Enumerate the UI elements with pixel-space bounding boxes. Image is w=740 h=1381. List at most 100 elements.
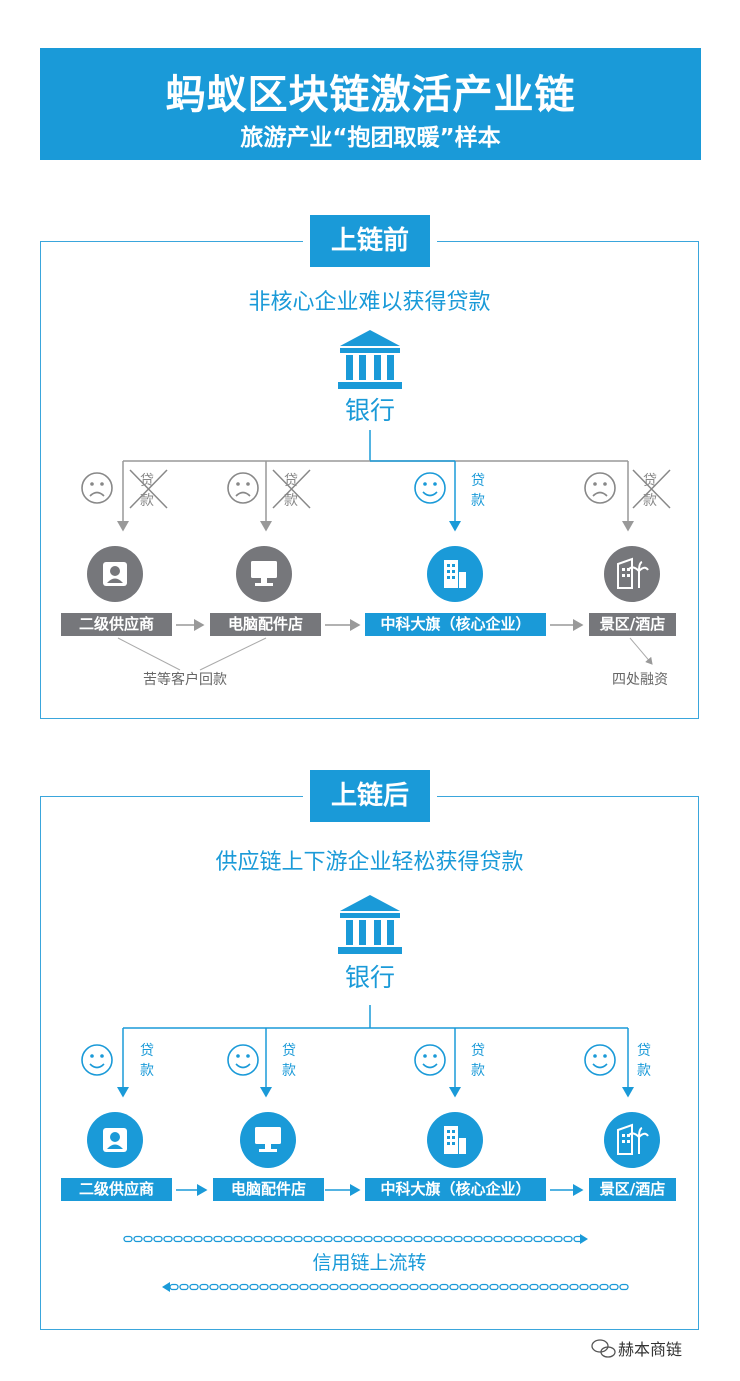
chain-link xyxy=(173,1235,183,1243)
chain-link xyxy=(333,1235,343,1243)
chain-link xyxy=(399,1283,409,1291)
chain-link xyxy=(519,1283,529,1291)
loan-label-granted: 贷款 xyxy=(471,473,485,509)
chain-link xyxy=(459,1283,469,1291)
chain-link xyxy=(619,1283,629,1291)
chain-link xyxy=(499,1283,509,1291)
happy-face-icon xyxy=(584,1044,616,1076)
before-bank-label: 银行 xyxy=(344,396,395,425)
happy-face-icon xyxy=(81,1044,113,1076)
chain-link xyxy=(479,1283,489,1291)
after-subtitle: 供应链上下游企业轻松获得贷款 xyxy=(215,850,524,875)
chain-link xyxy=(203,1235,213,1243)
chain-link xyxy=(493,1235,503,1243)
chain-link xyxy=(289,1283,299,1291)
chain-link xyxy=(509,1283,519,1291)
bank-icon xyxy=(338,330,402,389)
chain-link xyxy=(243,1235,253,1243)
watermark-text: 赫本商链 xyxy=(618,1340,683,1359)
chain-link xyxy=(343,1235,353,1243)
node-tag-supplier: 二级供应商 xyxy=(61,1178,172,1201)
chain-link xyxy=(183,1235,193,1243)
main-title: 蚂蚁区块链激活产业链 xyxy=(165,72,576,118)
note-seek-financing: 四处融资 xyxy=(612,672,668,688)
chain-link xyxy=(433,1235,443,1243)
chain-link xyxy=(359,1283,369,1291)
loan-label-denied: 贷款 xyxy=(643,473,657,509)
denied-cross-icon xyxy=(129,469,168,509)
node-tag-core-enterprise: 中科大旗（核心企业） xyxy=(365,1178,546,1201)
node-tag-core-enterprise: 中科大旗（核心企业） xyxy=(365,613,546,636)
chain-link xyxy=(163,1235,173,1243)
chain-link xyxy=(349,1283,359,1291)
chain-link xyxy=(213,1235,223,1243)
chain-link xyxy=(533,1235,543,1243)
chain-link xyxy=(133,1235,143,1243)
chain-link xyxy=(259,1283,269,1291)
credit-chain-right xyxy=(123,1234,588,1244)
chain-link xyxy=(383,1235,393,1243)
main-subtitle: 旅游产业“抱团取暖”样本 xyxy=(240,125,501,151)
chain-link xyxy=(473,1235,483,1243)
loan-label-granted: 贷款 xyxy=(282,1043,296,1079)
chain-link xyxy=(563,1235,573,1243)
chain-link xyxy=(449,1283,459,1291)
chain-link xyxy=(483,1235,493,1243)
chain-link xyxy=(389,1283,399,1291)
chain-link xyxy=(523,1235,533,1243)
chain-link xyxy=(579,1283,589,1291)
node-tag-supplier: 二级供应商 xyxy=(61,613,172,636)
chain-link xyxy=(409,1283,419,1291)
note-wait-payment: 苦等客户回款 xyxy=(143,672,227,688)
chain-link xyxy=(153,1235,163,1243)
denied-cross-icon xyxy=(272,469,311,509)
node-tag-computer-store: 电脑配件店 xyxy=(210,613,321,636)
loan-label-granted: 贷款 xyxy=(637,1043,651,1079)
happy-face-icon xyxy=(414,1044,446,1076)
node-tag-computer-store: 电脑配件店 xyxy=(213,1178,324,1201)
chain-link xyxy=(403,1235,413,1243)
chain-arrowhead xyxy=(580,1234,588,1244)
supplier-icon xyxy=(103,562,127,586)
sad-face-icon xyxy=(227,472,259,504)
chain-link xyxy=(453,1235,463,1243)
chain-link xyxy=(169,1283,179,1291)
chain-link xyxy=(269,1283,279,1291)
sad-face-icon xyxy=(584,472,616,504)
after-bank-label: 银行 xyxy=(344,963,395,992)
chain-link xyxy=(329,1283,339,1291)
chain-link xyxy=(529,1283,539,1291)
wechat-icon xyxy=(591,1339,616,1358)
chain-link xyxy=(219,1283,229,1291)
chain-link xyxy=(319,1283,329,1291)
before-distribution-lines xyxy=(117,430,634,532)
chain-link xyxy=(239,1283,249,1291)
chain-link xyxy=(199,1283,209,1291)
chain-link xyxy=(413,1235,423,1243)
chain-link xyxy=(273,1235,283,1243)
after-distribution-lines xyxy=(117,1005,634,1098)
chain-link xyxy=(229,1283,239,1291)
loan-label-granted: 贷款 xyxy=(140,1043,154,1079)
chain-link xyxy=(279,1283,289,1291)
bank-icon xyxy=(338,895,402,954)
supplier-icon xyxy=(103,1128,127,1152)
chain-link xyxy=(369,1283,379,1291)
chain-link xyxy=(539,1283,549,1291)
chain-link xyxy=(373,1235,383,1243)
chain-link xyxy=(189,1283,199,1291)
chain-link xyxy=(123,1235,133,1243)
chain-link xyxy=(423,1235,433,1243)
chain-link xyxy=(209,1283,219,1291)
after-stage-label: 上链后 xyxy=(310,770,430,822)
chain-link xyxy=(609,1283,619,1291)
chain-link xyxy=(559,1283,569,1291)
chain-link xyxy=(233,1235,243,1243)
chain-link xyxy=(179,1283,189,1291)
chain-link xyxy=(379,1283,389,1291)
chain-link xyxy=(263,1235,273,1243)
chain-link xyxy=(543,1235,553,1243)
chain-link xyxy=(309,1283,319,1291)
happy-face-icon xyxy=(227,1044,259,1076)
chain-link xyxy=(299,1283,309,1291)
